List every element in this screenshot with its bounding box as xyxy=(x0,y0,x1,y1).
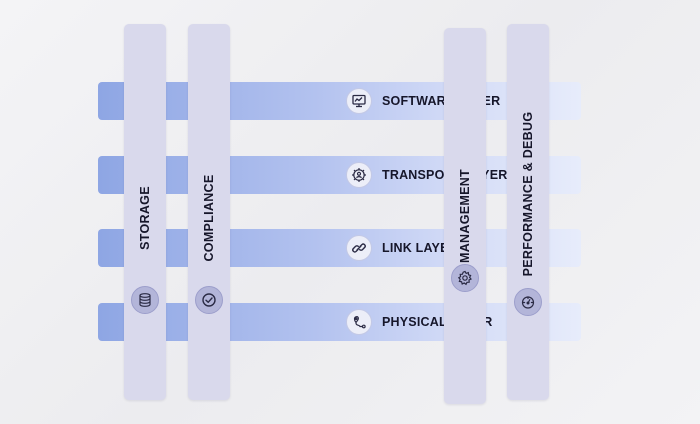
pillar-label: PERFORMANCE & DEBUG xyxy=(521,111,535,277)
gear-people-icon xyxy=(346,162,372,188)
pillar-storage: STORAGE xyxy=(124,24,166,400)
layer-link: LINK LAYER xyxy=(98,229,581,267)
gauge-icon xyxy=(514,288,542,316)
link-icon xyxy=(346,235,372,261)
pillar-performance-debug: PERFORMANCE & DEBUG xyxy=(507,24,549,400)
monitor-icon xyxy=(346,88,372,114)
check-circle-icon xyxy=(195,286,223,314)
database-icon xyxy=(131,286,159,314)
layer-label: LINK LAYER xyxy=(382,241,458,255)
gear-icon xyxy=(451,264,479,292)
pillar-management: MANAGEMENT xyxy=(444,28,486,404)
pillar-label: MANAGEMENT xyxy=(458,169,472,263)
pillar-compliance: COMPLIANCE xyxy=(188,24,230,400)
route-pin-icon xyxy=(346,309,372,335)
